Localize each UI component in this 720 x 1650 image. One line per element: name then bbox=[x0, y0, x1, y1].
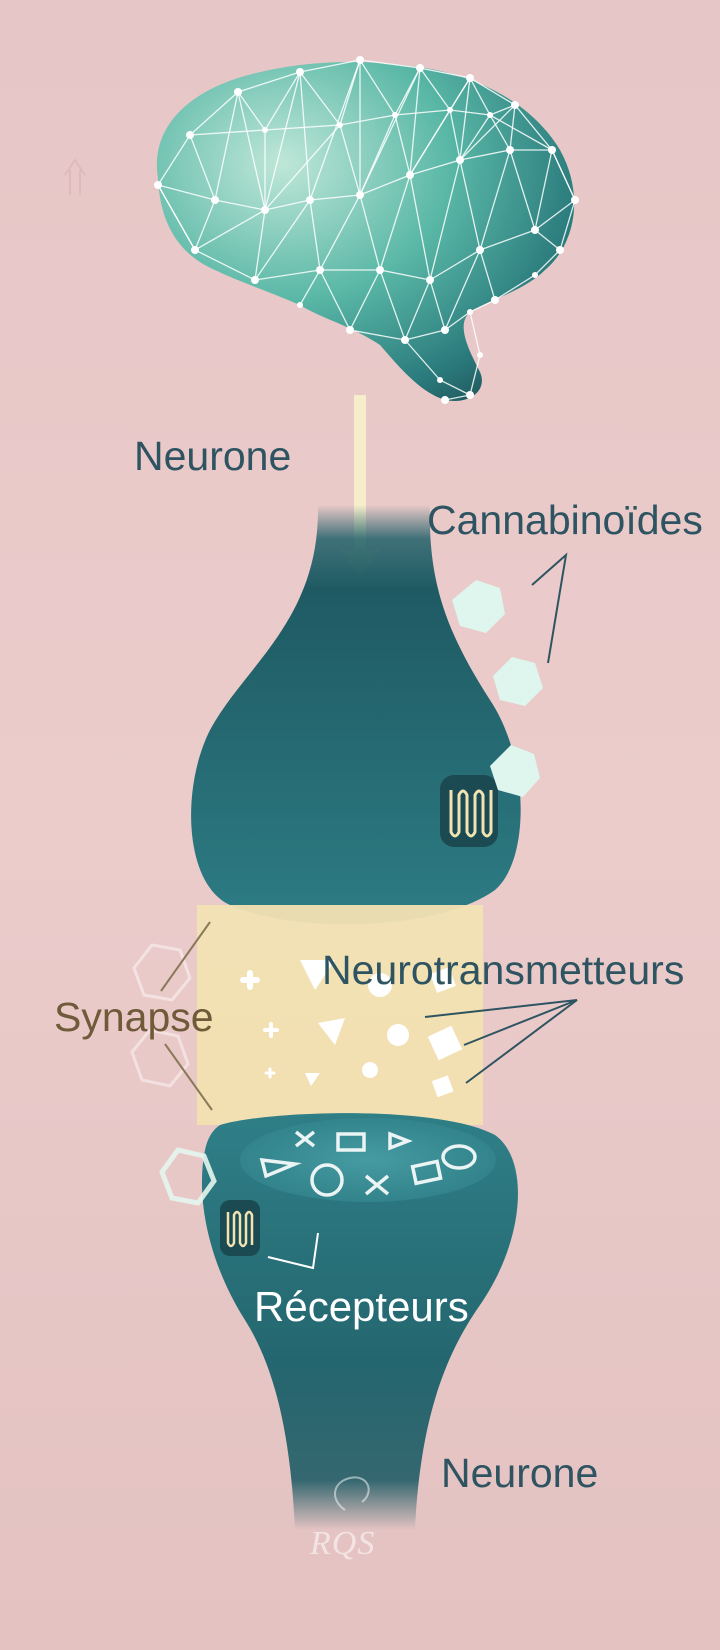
cannabinoid-molecule bbox=[493, 657, 543, 706]
cannabinoides-label: Cannabinoïdes bbox=[427, 497, 703, 543]
recepteurs-label: Récepteurs bbox=[254, 1283, 469, 1330]
brain-network-icon bbox=[154, 56, 579, 404]
corner-watermark-icon bbox=[64, 158, 86, 195]
outline-hexagons bbox=[130, 943, 217, 1206]
postsynaptic-neuron bbox=[201, 1113, 518, 1530]
recepteurs-leader bbox=[267, 1232, 319, 1270]
receptor-top-icon bbox=[440, 775, 498, 847]
cannabinoid-molecule bbox=[490, 745, 540, 797]
leader-lines bbox=[160, 552, 578, 1270]
neurotransmetteurs-label: Neurotransmetteurs bbox=[322, 947, 685, 993]
rqs-logo-icon bbox=[334, 1476, 370, 1511]
receptor-bottom-icon bbox=[220, 1200, 260, 1256]
neurone-bottom-label: Neurone bbox=[441, 1450, 599, 1496]
presynaptic-neuron bbox=[191, 505, 521, 925]
receptor-dish bbox=[240, 1118, 496, 1202]
cannabinoides-leader bbox=[531, 552, 568, 664]
cannabinoid-molecule bbox=[452, 580, 505, 633]
neurone-top-label: Neurone bbox=[134, 433, 292, 479]
cannabinoid-molecules bbox=[452, 580, 543, 797]
receptor-shapes bbox=[259, 1130, 477, 1197]
synapse-leader bbox=[164, 1043, 213, 1111]
rqs-logo: RQS bbox=[310, 1525, 376, 1562]
synapse-leader bbox=[160, 921, 211, 992]
neurotransmetteurs-leader bbox=[465, 999, 578, 1084]
synapse-label: Synapse bbox=[54, 994, 214, 1040]
neurotransmitter-shapes bbox=[240, 960, 463, 1098]
